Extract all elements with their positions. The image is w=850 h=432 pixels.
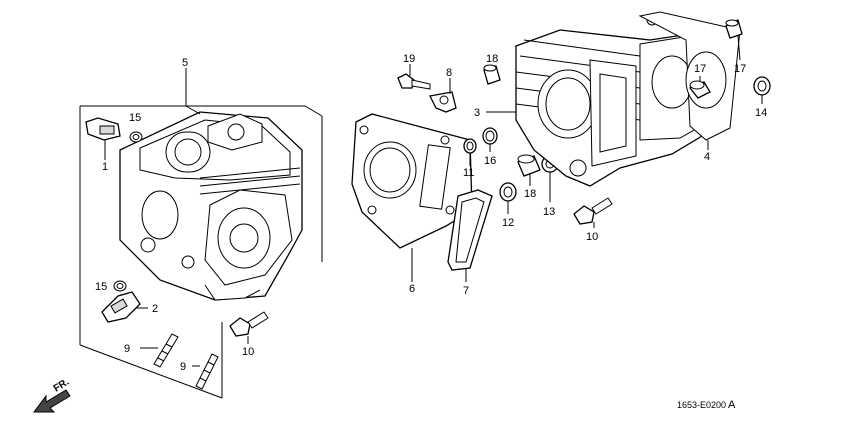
callout-1: 1 (102, 161, 108, 173)
clip-8[interactable] (429, 78, 457, 113)
callout-4: 4 (704, 151, 710, 163)
callout-17-left: 17 (694, 63, 706, 75)
callout-19: 19 (403, 53, 415, 65)
callout-9-left: 9 (124, 343, 130, 355)
seal-16[interactable] (482, 127, 498, 152)
callout-17-right: 17 (734, 63, 746, 75)
callout-8: 8 (446, 67, 452, 79)
seal-12[interactable] (499, 182, 517, 214)
o-ring-15-lower[interactable] (113, 280, 127, 292)
callout-3: 3 (474, 107, 480, 119)
cylinder-head-gasket[interactable] (351, 113, 473, 282)
dowel-pin-18-lower[interactable] (517, 154, 541, 186)
seal-14[interactable] (753, 76, 771, 104)
callout-15-lower: 15 (95, 281, 107, 293)
front-direction-arrow: FR. (33, 377, 72, 413)
callout-2: 2 (152, 303, 158, 315)
callout-7: 7 (463, 285, 469, 297)
bolt-19[interactable] (397, 64, 431, 90)
callout-6: 6 (409, 283, 415, 295)
dowel-pin-17-right[interactable] (725, 19, 743, 61)
callout-13: 13 (543, 206, 555, 218)
plug-11[interactable] (463, 138, 477, 166)
cylinder-base-gasket-4[interactable] (638, 11, 741, 150)
callout-18-lower: 18 (524, 188, 536, 200)
callout-10-lower: 10 (242, 346, 254, 358)
stud-bolt-9-right[interactable] (192, 353, 219, 390)
flange-bolt-10-right[interactable] (573, 197, 613, 228)
stud-bolt-9-left[interactable] (140, 333, 179, 368)
tappet-cover-1[interactable] (85, 117, 121, 160)
diagram-code: 1653-E0200 (677, 400, 726, 410)
callout-18-upper: 18 (486, 53, 498, 65)
callout-5: 5 (182, 57, 188, 69)
callout-15-upper: 15 (129, 112, 141, 124)
callout-10-right: 10 (586, 231, 598, 243)
callout-11: 11 (463, 167, 474, 179)
callout-16: 16 (484, 155, 496, 167)
cylinder-head[interactable] (119, 111, 303, 301)
tappet-gasket-7[interactable] (447, 189, 493, 282)
cylinder-head-group-frame (79, 68, 323, 399)
front-indicator-label: FR. (52, 377, 72, 395)
o-ring-15-upper[interactable] (129, 131, 143, 143)
callout-12: 12 (502, 217, 514, 229)
dowel-pin-18-upper[interactable] (483, 64, 501, 85)
callout-14: 14 (755, 107, 767, 119)
tappet-cover-2[interactable] (101, 291, 148, 323)
diagram-code-suffix: A (728, 399, 736, 411)
dowel-pin-17-left[interactable] (688, 76, 711, 99)
callout-9-right: 9 (180, 361, 186, 373)
flange-bolt-10-lower[interactable] (229, 311, 269, 344)
